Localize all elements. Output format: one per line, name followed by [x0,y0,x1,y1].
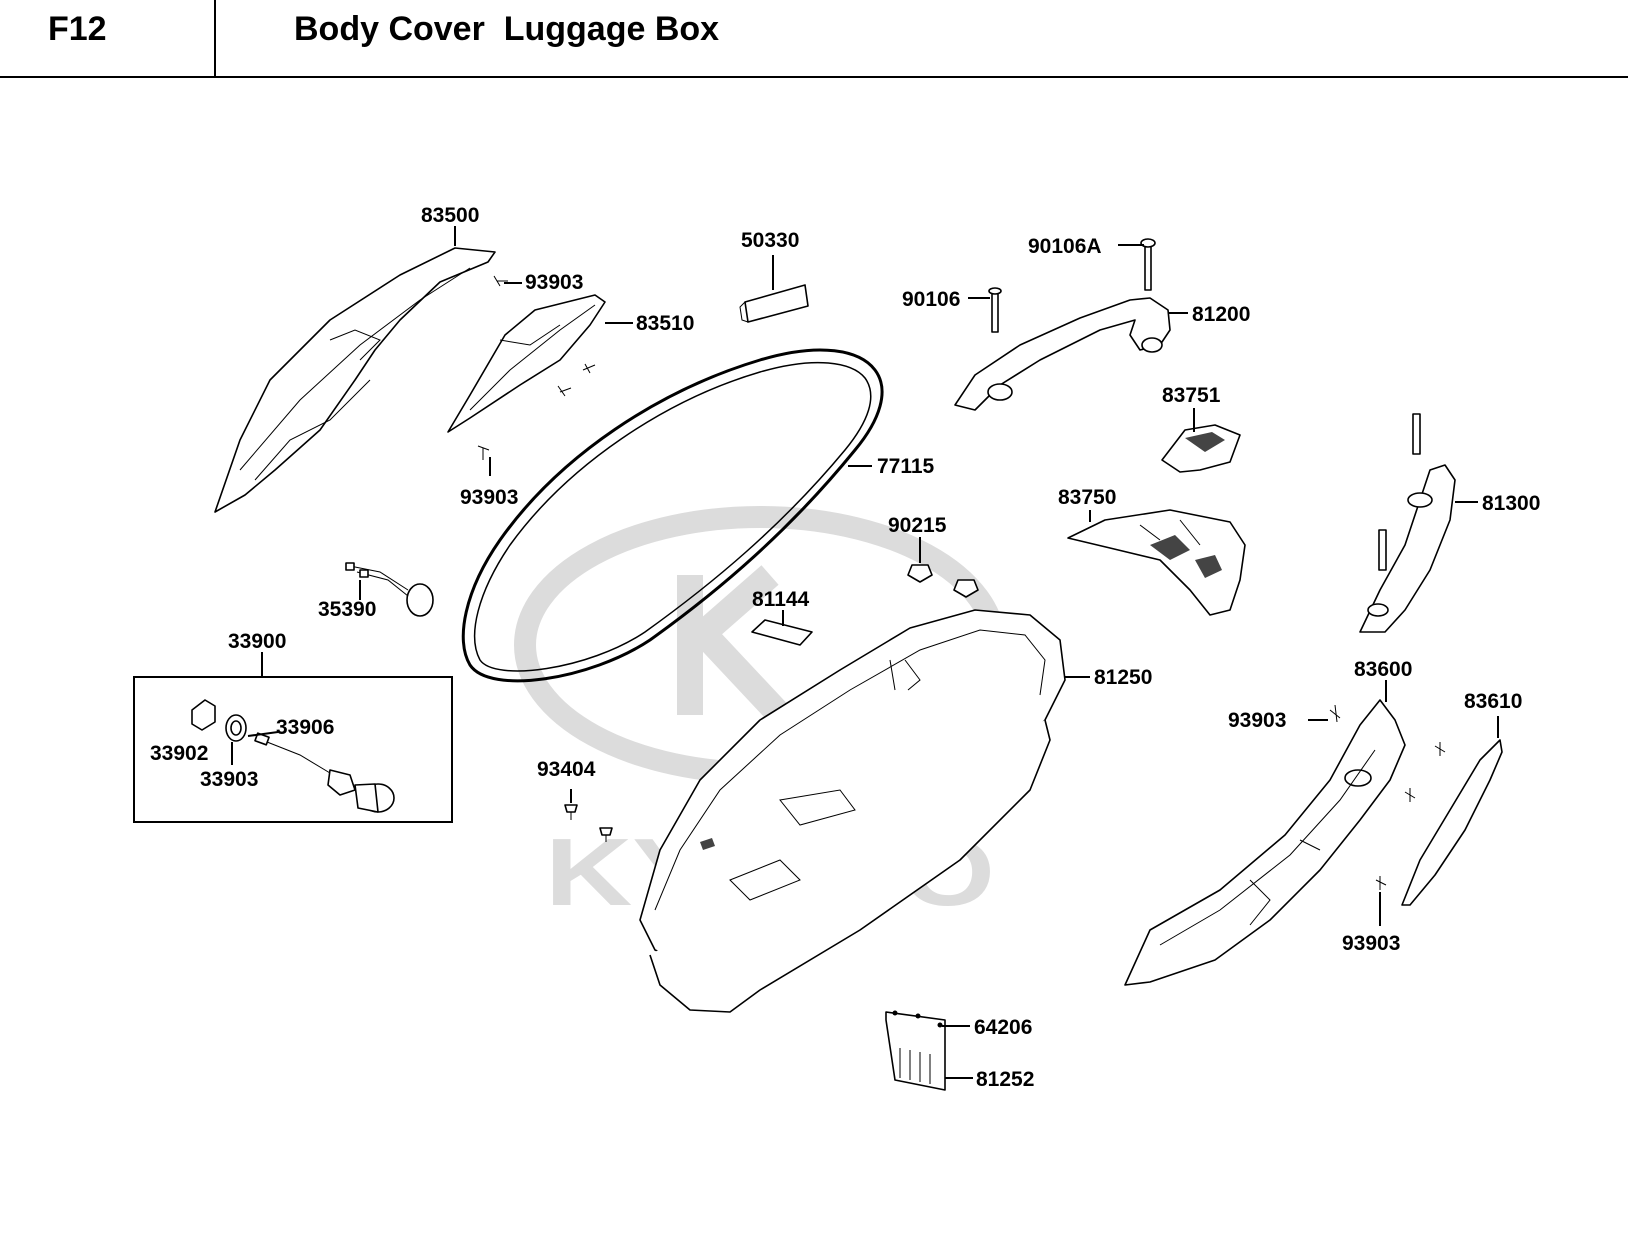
label-77115: 77115 [877,455,935,478]
part-83751-shape [1161,424,1241,473]
part-93404-shape [564,804,613,842]
rear-screw-icons [1329,704,1446,890]
header-divider [214,0,216,76]
label-83610: 83610 [1464,690,1522,713]
page-title: Body Cover Luggage Box [294,10,720,48]
label-83510: 83510 [636,312,694,335]
label-93903: 93903 [1228,709,1286,732]
part-50330-shape [739,284,809,323]
part-81250-shape [639,609,1066,1013]
part-labels: 83500 93903 83510 93903 50330 77115 9010… [150,204,1540,1091]
label-90106A: 90106A [1028,235,1102,258]
label-93404: 93404 [537,758,596,781]
part-81300-shape [1359,413,1456,633]
label-93903: 93903 [525,271,583,294]
label-81200: 81200 [1192,303,1250,326]
part-83600-shape [1124,699,1406,986]
part-35390-shape [345,562,434,617]
label-33902: 33902 [150,742,208,765]
label-81144: 81144 [752,588,810,611]
page-header: F12 Body Cover Luggage Box [0,0,1628,78]
label-83751: 83751 [1162,384,1221,407]
label-33900: 33900 [228,630,286,653]
figure-code: F12 [48,10,107,48]
leader-lines [231,226,1499,1079]
part-83510-shape [447,294,606,433]
label-93903: 93903 [460,486,518,509]
part-83500-shape [214,247,496,513]
part-77115-shape [461,348,884,683]
part-33900-kit-box [133,676,453,823]
part-83750-shape [1067,509,1246,616]
part-81144-shape [751,619,813,646]
screw-icons [477,275,596,460]
label-93903: 93903 [1342,932,1400,955]
label-64206: 64206 [974,1016,1032,1039]
label-33903: 33903 [200,768,258,791]
label-35390: 35390 [318,598,376,621]
label-90215: 90215 [888,514,947,537]
label-83500: 83500 [421,204,479,227]
part-90215-shape [907,564,979,598]
part-81200-shape [954,238,1171,411]
label-83750: 83750 [1058,486,1116,509]
part-83610-shape [1401,739,1503,906]
label-81300: 81300 [1482,492,1540,515]
label-81252: 81252 [976,1068,1034,1091]
label-33906: 33906 [276,716,334,739]
label-83600: 83600 [1354,658,1412,681]
part-81252-shape [885,1010,946,1091]
label-50330: 50330 [741,229,799,252]
label-81250: 81250 [1094,666,1152,689]
label-90106: 90106 [902,288,960,311]
